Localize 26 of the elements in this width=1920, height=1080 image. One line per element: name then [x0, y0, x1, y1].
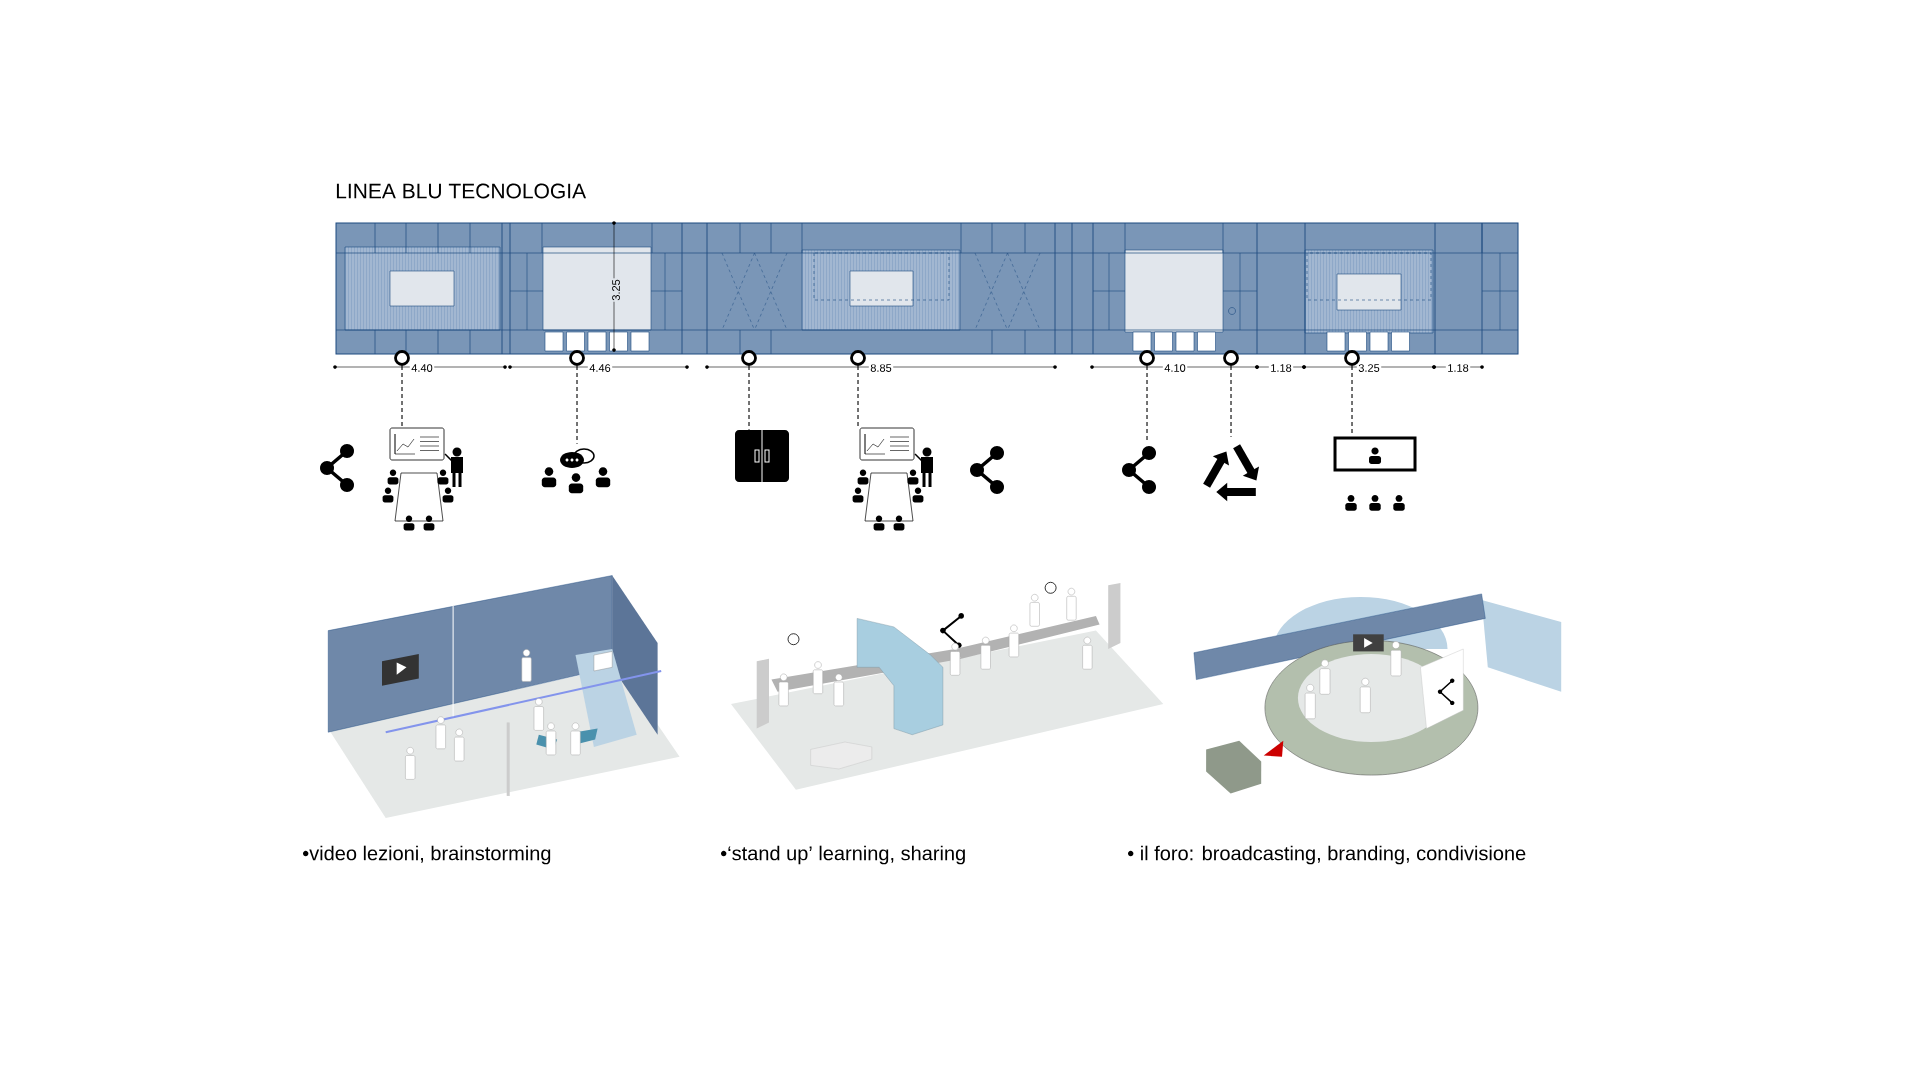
dimension-label: 8.85 — [868, 362, 894, 374]
leader-line — [401, 365, 403, 429]
dimension-label: 1.18 — [1445, 362, 1471, 374]
group-chat-icon — [541, 448, 611, 494]
dimension-label: 4.40 — [409, 362, 435, 374]
dimension-label: 3.25 — [1356, 362, 1382, 374]
recycle-icon — [1203, 444, 1260, 502]
meeting-table-icon — [852, 427, 933, 531]
meeting-table-icon — [382, 427, 463, 531]
dimension-label: 3.25 — [611, 278, 621, 302]
leader-line — [1230, 365, 1232, 438]
title: LINEA BLU TECNOLOGIA — [336, 183, 587, 199]
video-screen-icon — [1333, 436, 1417, 511]
dimension-label: 4.10 — [1162, 362, 1188, 374]
caption: •‘stand up’ learning, sharing — [721, 845, 965, 865]
cabinet-icon — [735, 429, 789, 483]
share-icon — [1122, 446, 1156, 494]
caption: • il foro: broadcasting, branding, condivisione — [1128, 845, 1526, 865]
caption: •video lezioni, brainstorming — [303, 845, 551, 865]
dimension-label: 4.46 — [587, 362, 613, 374]
share-icon — [320, 444, 354, 492]
leader-line — [576, 365, 578, 445]
share-icon — [970, 446, 1004, 494]
dimension-label: 1.18 — [1268, 362, 1294, 374]
leader-line — [748, 365, 750, 431]
leader-line — [857, 365, 859, 429]
